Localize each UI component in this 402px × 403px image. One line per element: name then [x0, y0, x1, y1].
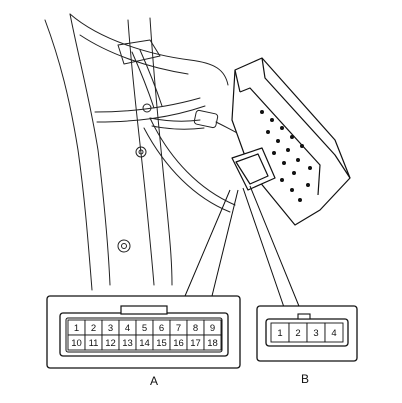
pin-number-a-4: 4 [125, 323, 130, 334]
pin-number-a-8: 8 [193, 323, 198, 334]
blower-resistor-module [231, 57, 351, 226]
pin-number-a-12: 12 [105, 338, 116, 349]
pin-number-a-3: 3 [108, 323, 113, 334]
connector-a-lock-tab [120, 305, 168, 315]
pin-number-a-10: 10 [71, 338, 82, 349]
pin-number-b-1: 1 [277, 328, 282, 339]
pin-cell-a-18 [203, 334, 222, 351]
leader-lines [184, 185, 304, 317]
pin-number-a-2: 2 [91, 323, 96, 334]
pin-number-b-4: 4 [331, 328, 336, 339]
pin-number-a-15: 15 [156, 338, 167, 349]
pin-number-a-13: 13 [122, 338, 133, 349]
connector-a-pin-field [65, 317, 223, 353]
pin-cell-b-4 [324, 322, 344, 343]
pin-number-a-7: 7 [176, 323, 181, 334]
connector-b-label: B [301, 372, 309, 386]
connector-a-label: A [150, 374, 158, 388]
pin-number-a-11: 11 [89, 338, 99, 349]
pin-number-b-3: 3 [313, 328, 318, 339]
pin-number-a-9: 9 [210, 323, 215, 334]
connector-b-lock-tab [297, 313, 311, 320]
vehicle-body-lineart [44, 13, 247, 291]
pin-number-a-17: 17 [190, 338, 201, 349]
pin-number-a-18: 18 [207, 338, 218, 349]
pin-number-a-1: 1 [74, 323, 79, 334]
pin-number-a-6: 6 [159, 323, 164, 334]
connector-b-pins: 1 2 3 4 [270, 322, 344, 343]
pin-number-b-2: 2 [295, 328, 300, 339]
pin-number-a-5: 5 [142, 323, 147, 334]
pin-number-a-14: 14 [139, 338, 150, 349]
connector-b-callout: 1 2 3 4 B [256, 305, 358, 386]
pin-number-a-16: 16 [173, 338, 184, 349]
